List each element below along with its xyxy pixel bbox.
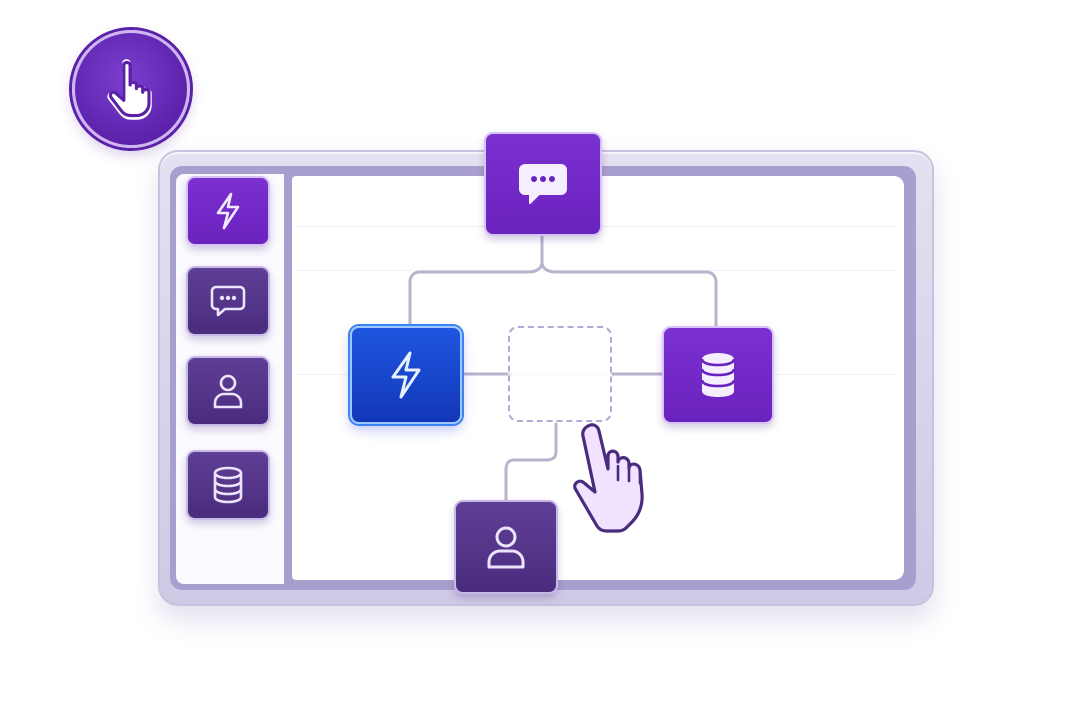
- user-icon: [213, 374, 243, 409]
- lightning-icon: [216, 192, 240, 230]
- user-icon: [487, 526, 525, 569]
- lightning-icon: [391, 351, 421, 399]
- node-database[interactable]: [662, 326, 774, 424]
- database-icon: [700, 353, 736, 397]
- pointer-hand-icon: [107, 59, 152, 120]
- palette-item-user[interactable]: [186, 356, 270, 426]
- palette-item-message[interactable]: [186, 266, 270, 336]
- node-trigger-selected[interactable]: [350, 326, 462, 424]
- database-icon: [213, 466, 243, 504]
- chat-bubble-icon: [210, 285, 246, 317]
- pointer-hand-badge: [72, 30, 190, 148]
- chat-bubble-icon: [519, 164, 567, 204]
- drop-target-placeholder[interactable]: [508, 326, 612, 422]
- hand-pointer-cursor-icon: [573, 423, 644, 533]
- node-user[interactable]: [454, 500, 558, 594]
- palette-item-database[interactable]: [186, 450, 270, 520]
- palette-item-trigger[interactable]: [186, 176, 270, 246]
- node-message[interactable]: [484, 132, 602, 236]
